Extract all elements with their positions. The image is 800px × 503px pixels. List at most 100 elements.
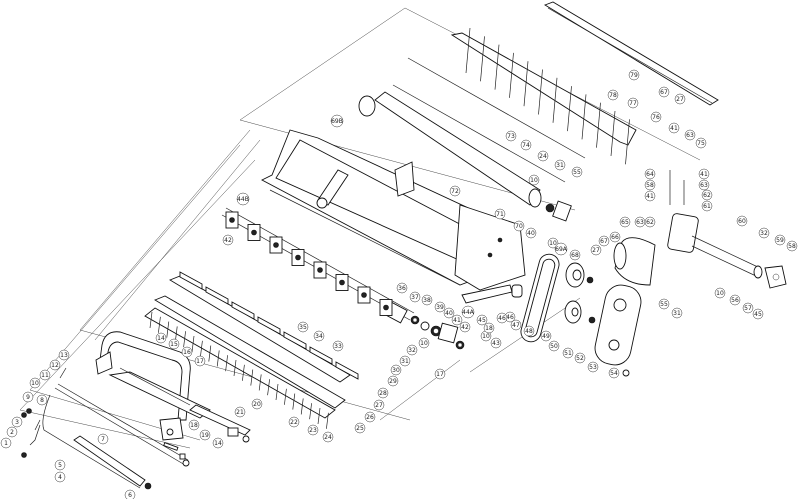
blade-tooth [284, 388, 287, 405]
blade-tooth [317, 407, 321, 425]
callout-32: 32 [406, 344, 418, 356]
callout-number: 35 [299, 324, 307, 331]
blade-tooth [200, 340, 203, 357]
knife-bar [231, 301, 255, 320]
knife-bar [335, 361, 359, 380]
pin-18 [163, 442, 179, 451]
belt-drive [461, 253, 642, 377]
callout-62: 62 [701, 189, 713, 201]
callout-41: 41 [698, 168, 710, 180]
callout-number: 29 [389, 378, 397, 385]
callout-number: 2 [10, 429, 14, 436]
callout-number: 75 [697, 140, 705, 147]
callout-25: 25 [354, 422, 366, 434]
callout-number: 63 [700, 182, 708, 189]
callout-41: 41 [668, 122, 680, 134]
rotor-shaft [221, 207, 415, 324]
callout-27: 27 [373, 399, 385, 411]
callout-36: 36 [396, 282, 408, 294]
callout-number: 13 [60, 352, 68, 359]
callout-10: 10 [547, 237, 559, 249]
callout-number: 31 [401, 358, 409, 365]
callout-57: 57 [742, 302, 754, 314]
callout-62: 62 [644, 216, 656, 228]
callout-59: 59 [774, 234, 786, 246]
callout-number: 23 [309, 427, 317, 434]
callout-63: 63 [684, 129, 696, 141]
callout-number: 18 [485, 325, 493, 332]
callout-number: 54 [610, 370, 618, 377]
knife-bar [205, 286, 229, 305]
callout-number: 21 [236, 409, 244, 416]
bush-19 [179, 453, 186, 460]
callout-number: 24 [324, 434, 332, 441]
callout-number: 20 [253, 401, 261, 408]
callout-number: 55 [660, 301, 668, 308]
tine [509, 52, 514, 98]
flail-hub [361, 292, 367, 298]
blade-tooth [275, 383, 279, 401]
callout-69B: 69B [330, 114, 344, 128]
callout-67: 67 [658, 86, 670, 98]
callout-38: 38 [421, 294, 433, 306]
callout-number: 18 [190, 422, 198, 429]
callout-number: 10 [549, 240, 557, 247]
knife-bar [309, 346, 333, 365]
flail-hub [317, 267, 323, 273]
callout-number: 22 [290, 419, 298, 426]
callout-number: 6 [128, 492, 132, 499]
callout-number: 26 [366, 414, 374, 421]
callout-number: 69B [331, 118, 343, 125]
callout-number: 15 [170, 341, 178, 348]
callout-number: 43 [492, 340, 500, 347]
callout-73: 73 [505, 130, 517, 142]
callout-48: 48 [523, 325, 535, 337]
callout-number: 72 [451, 188, 459, 195]
callout-30: 30 [390, 364, 402, 376]
flail-hub [273, 242, 279, 248]
callout-number: 8 [40, 397, 44, 404]
callout-number: 66 [611, 234, 619, 241]
callout-67: 67 [598, 235, 610, 247]
callout-number: 1 [4, 440, 8, 447]
callout-number: 32 [408, 347, 416, 354]
front-frame [54, 331, 251, 467]
callout-37: 37 [409, 291, 421, 303]
callout-number: 68 [571, 252, 579, 259]
callout-number: 67 [600, 238, 608, 245]
callout-number: 63 [686, 132, 694, 139]
callout-6: 6 [124, 489, 136, 501]
callout-31: 31 [671, 307, 683, 319]
callout-number: 11 [41, 372, 49, 379]
blade-tooth [216, 350, 220, 367]
callout-47: 47 [510, 319, 522, 331]
callout-31: 31 [554, 159, 566, 171]
callout-number: 10 [530, 177, 538, 184]
callout-45: 45 [752, 308, 764, 320]
callout-15: 15 [168, 338, 180, 350]
callout-16: 16 [181, 346, 193, 358]
callout-number: 44B [237, 196, 249, 203]
flail-hub [229, 217, 235, 223]
callout-10: 10 [528, 174, 540, 186]
callout-number: 65 [621, 219, 629, 226]
callout-63: 63 [634, 216, 646, 228]
callout-number: 61 [703, 203, 711, 210]
blade-tooth [300, 398, 304, 415]
callout-number: 4 [58, 474, 62, 481]
callout-number: 42 [461, 324, 469, 331]
callout-number: 31 [556, 162, 564, 169]
callout-72: 72 [449, 185, 461, 197]
callout-number: 64 [646, 171, 654, 178]
callout-number: 74 [522, 142, 530, 149]
callout-70: 70 [513, 220, 525, 232]
callout-number: 49 [542, 333, 550, 340]
callout-66: 66 [609, 231, 621, 243]
callout-53: 53 [587, 361, 599, 373]
callout-69A: 69A [554, 242, 568, 256]
callout-65: 65 [619, 216, 631, 228]
callout-39: 39 [434, 301, 446, 313]
callout-number: 52 [576, 355, 584, 362]
blade-tooth [267, 379, 270, 396]
